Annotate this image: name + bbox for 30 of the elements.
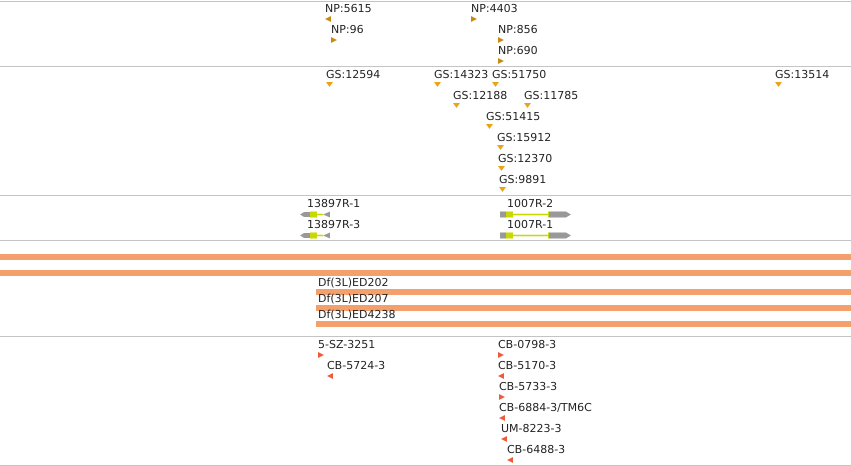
feature-label: GS:51750 [492,68,546,81]
feature-label: CB-0798-3 [498,338,556,351]
feature-label: NP:96 [331,23,364,36]
feature-label: CB-5170-3 [498,359,556,372]
feature-label: GS:13514 [775,68,830,81]
feature-label: GS:51415 [486,110,540,123]
feature-label: Df(3L)ED202 [318,276,388,289]
feature-label: Df(3L)ED4238 [318,308,396,321]
feature-label: CB-6488-3 [507,443,566,456]
feature-label: CB-5724-3 [327,359,386,372]
feature-label: GS:12188 [453,89,508,102]
feature-label: GS:15912 [497,131,552,144]
feature-label: GS:12370 [498,152,552,165]
feature-label: 13897R-1 [307,197,360,210]
feature-label: 1007R-2 [507,197,554,210]
feature-label: GS:9891 [499,173,546,186]
feature-label: GS:11785 [524,89,578,102]
feature-label: UM-8223-3 [501,422,562,435]
feature-label: CB-5733-3 [499,380,558,393]
feature-label: GS:14323 [434,68,488,81]
feature-label: NP:856 [498,23,538,36]
feature-label: NP:690 [498,44,538,57]
feature-label: GS:12594 [326,68,380,81]
feature-label: 1007R-1 [507,218,554,231]
feature-label: 5-SZ-3251 [318,338,376,351]
feature-label: NP:5615 [325,2,372,15]
feature-label: NP:4403 [471,2,518,15]
feature-label: Df(3L)ED207 [318,292,388,305]
feature-label: CB-6884-3/TM6C [499,401,592,414]
feature-label: 13897R-3 [307,218,360,231]
